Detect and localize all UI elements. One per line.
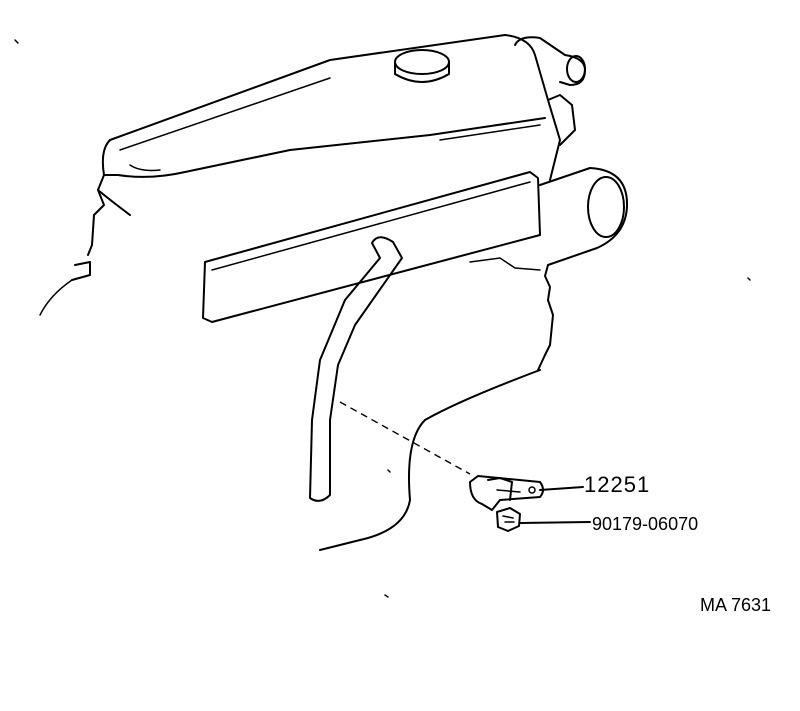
- reference-code: MA 7631: [700, 595, 772, 615]
- engine-block: [14, 34, 751, 598]
- nut-part: [496, 507, 521, 532]
- part-1-leader-line: [539, 486, 584, 491]
- bracket-part: [469, 475, 544, 511]
- part-number-label: 12251: [584, 472, 651, 497]
- part-number-label: 90179-06070: [592, 514, 699, 534]
- mounting-leader-line: [339, 401, 471, 475]
- part-2-leader-line: [519, 521, 591, 524]
